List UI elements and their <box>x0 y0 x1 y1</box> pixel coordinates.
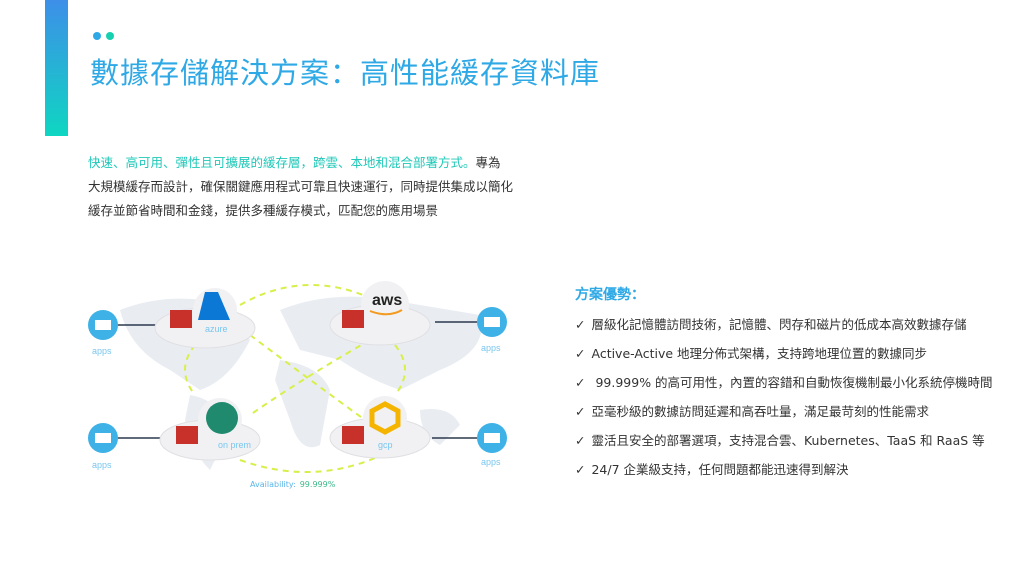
redis-icon <box>342 310 364 328</box>
availability-value: 99.999% <box>299 480 336 489</box>
cloud-label: on prem <box>218 440 251 450</box>
connection-arrows <box>118 321 477 439</box>
cloud-gcp <box>329 396 431 459</box>
check-icon: ✓ <box>575 375 586 390</box>
check-icon: ✓ <box>575 317 586 332</box>
intro-highlight: 快速、高可用、彈性且可擴展的緩存層，跨雲、本地和混合部署方式。 <box>88 155 476 170</box>
item-text: 層級化記憶體訪問技術，記憶體、閃存和磁片的低成本高效數據存儲 <box>591 317 967 332</box>
apps-label: apps <box>92 346 112 356</box>
gcp-logo-icon <box>369 401 401 435</box>
page-title: 數據存儲解決方案：高性能緩存資料庫 <box>90 56 601 90</box>
decor-dot <box>93 32 101 40</box>
server-icon <box>206 402 238 434</box>
apps-label: apps <box>92 460 112 470</box>
list-item: ✓ 99.999% 的高可用性，內置的容錯和自動恢復機制最小化系統停機時間 <box>575 371 993 400</box>
check-icon: ✓ <box>575 433 586 448</box>
list-item: ✓ 24/7 企業級支持，任何問題都能迅速得到解決 <box>575 458 993 487</box>
accent-bar <box>45 0 68 136</box>
check-icon: ✓ <box>575 462 586 477</box>
advantages-title: 方案優勢： <box>575 287 645 303</box>
list-item: ✓ Active-Active 地理分佈式架構，支持跨地理位置的數據同步 <box>575 342 993 371</box>
azure-logo-icon <box>198 292 230 320</box>
cloud-azure <box>154 288 256 349</box>
list-item: ✓ 靈活且安全的部署選項，支持混合雲、Kubernetes、TaaS 和 RaaS… <box>575 429 993 458</box>
redis-icon <box>170 310 192 328</box>
item-text: 靈活且安全的部署選項，支持混合雲、Kubernetes、TaaS 和 RaaS … <box>591 433 985 448</box>
svg-text:aws: aws <box>372 292 402 309</box>
check-icon: ✓ <box>575 346 586 361</box>
redis-icon <box>176 426 198 444</box>
architecture-diagram: aws apps apps apps apps azure on prem gc… <box>88 281 507 473</box>
advantages-list: ✓ 層級化記憶體訪問技術，記憶體、閃存和磁片的低成本高效數據存儲 ✓ Active-… <box>575 313 993 487</box>
item-text: 99.999% 的高可用性，內置的容錯和自動恢復機制最小化系統停機時間 <box>591 375 993 390</box>
list-item: ✓ 層級化記憶體訪問技術，記憶體、閃存和磁片的低成本高效數據存儲 <box>575 313 993 342</box>
item-text: 亞毫秒級的數據訪問延遲和高吞吐量，滿足最苛刻的性能需求 <box>591 404 929 419</box>
cloud-on-prem <box>159 398 261 461</box>
cloud-label: gcp <box>378 440 393 450</box>
apps-label: apps <box>481 343 501 353</box>
decor-dot <box>106 32 114 40</box>
apps-label: apps <box>481 457 501 467</box>
intro-body: 專為大規模緩存而設計，確保關鍵應用程式可靠且快速運行，同時提供集成以簡化緩存並節… <box>88 155 514 218</box>
list-item: ✓ 亞毫秒級的數據訪問延遲和高吞吐量，滿足最苛刻的性能需求 <box>575 400 993 429</box>
intro-paragraph: 快速、高可用、彈性且可擴展的緩存層，跨雲、本地和混合部署方式。專為大規模緩存而設… <box>88 151 513 223</box>
check-icon: ✓ <box>575 404 586 419</box>
redis-icon <box>342 426 364 444</box>
cloud-label: azure <box>205 324 228 334</box>
availability-label: Availability: <box>250 480 296 489</box>
item-text: Active-Active 地理分佈式架構，支持跨地理位置的數據同步 <box>591 346 928 361</box>
cloud-aws: aws <box>329 281 431 346</box>
item-text: 24/7 企業級支持，任何問題都能迅速得到解決 <box>591 462 849 477</box>
availability: Availability:99.999% <box>250 480 335 489</box>
